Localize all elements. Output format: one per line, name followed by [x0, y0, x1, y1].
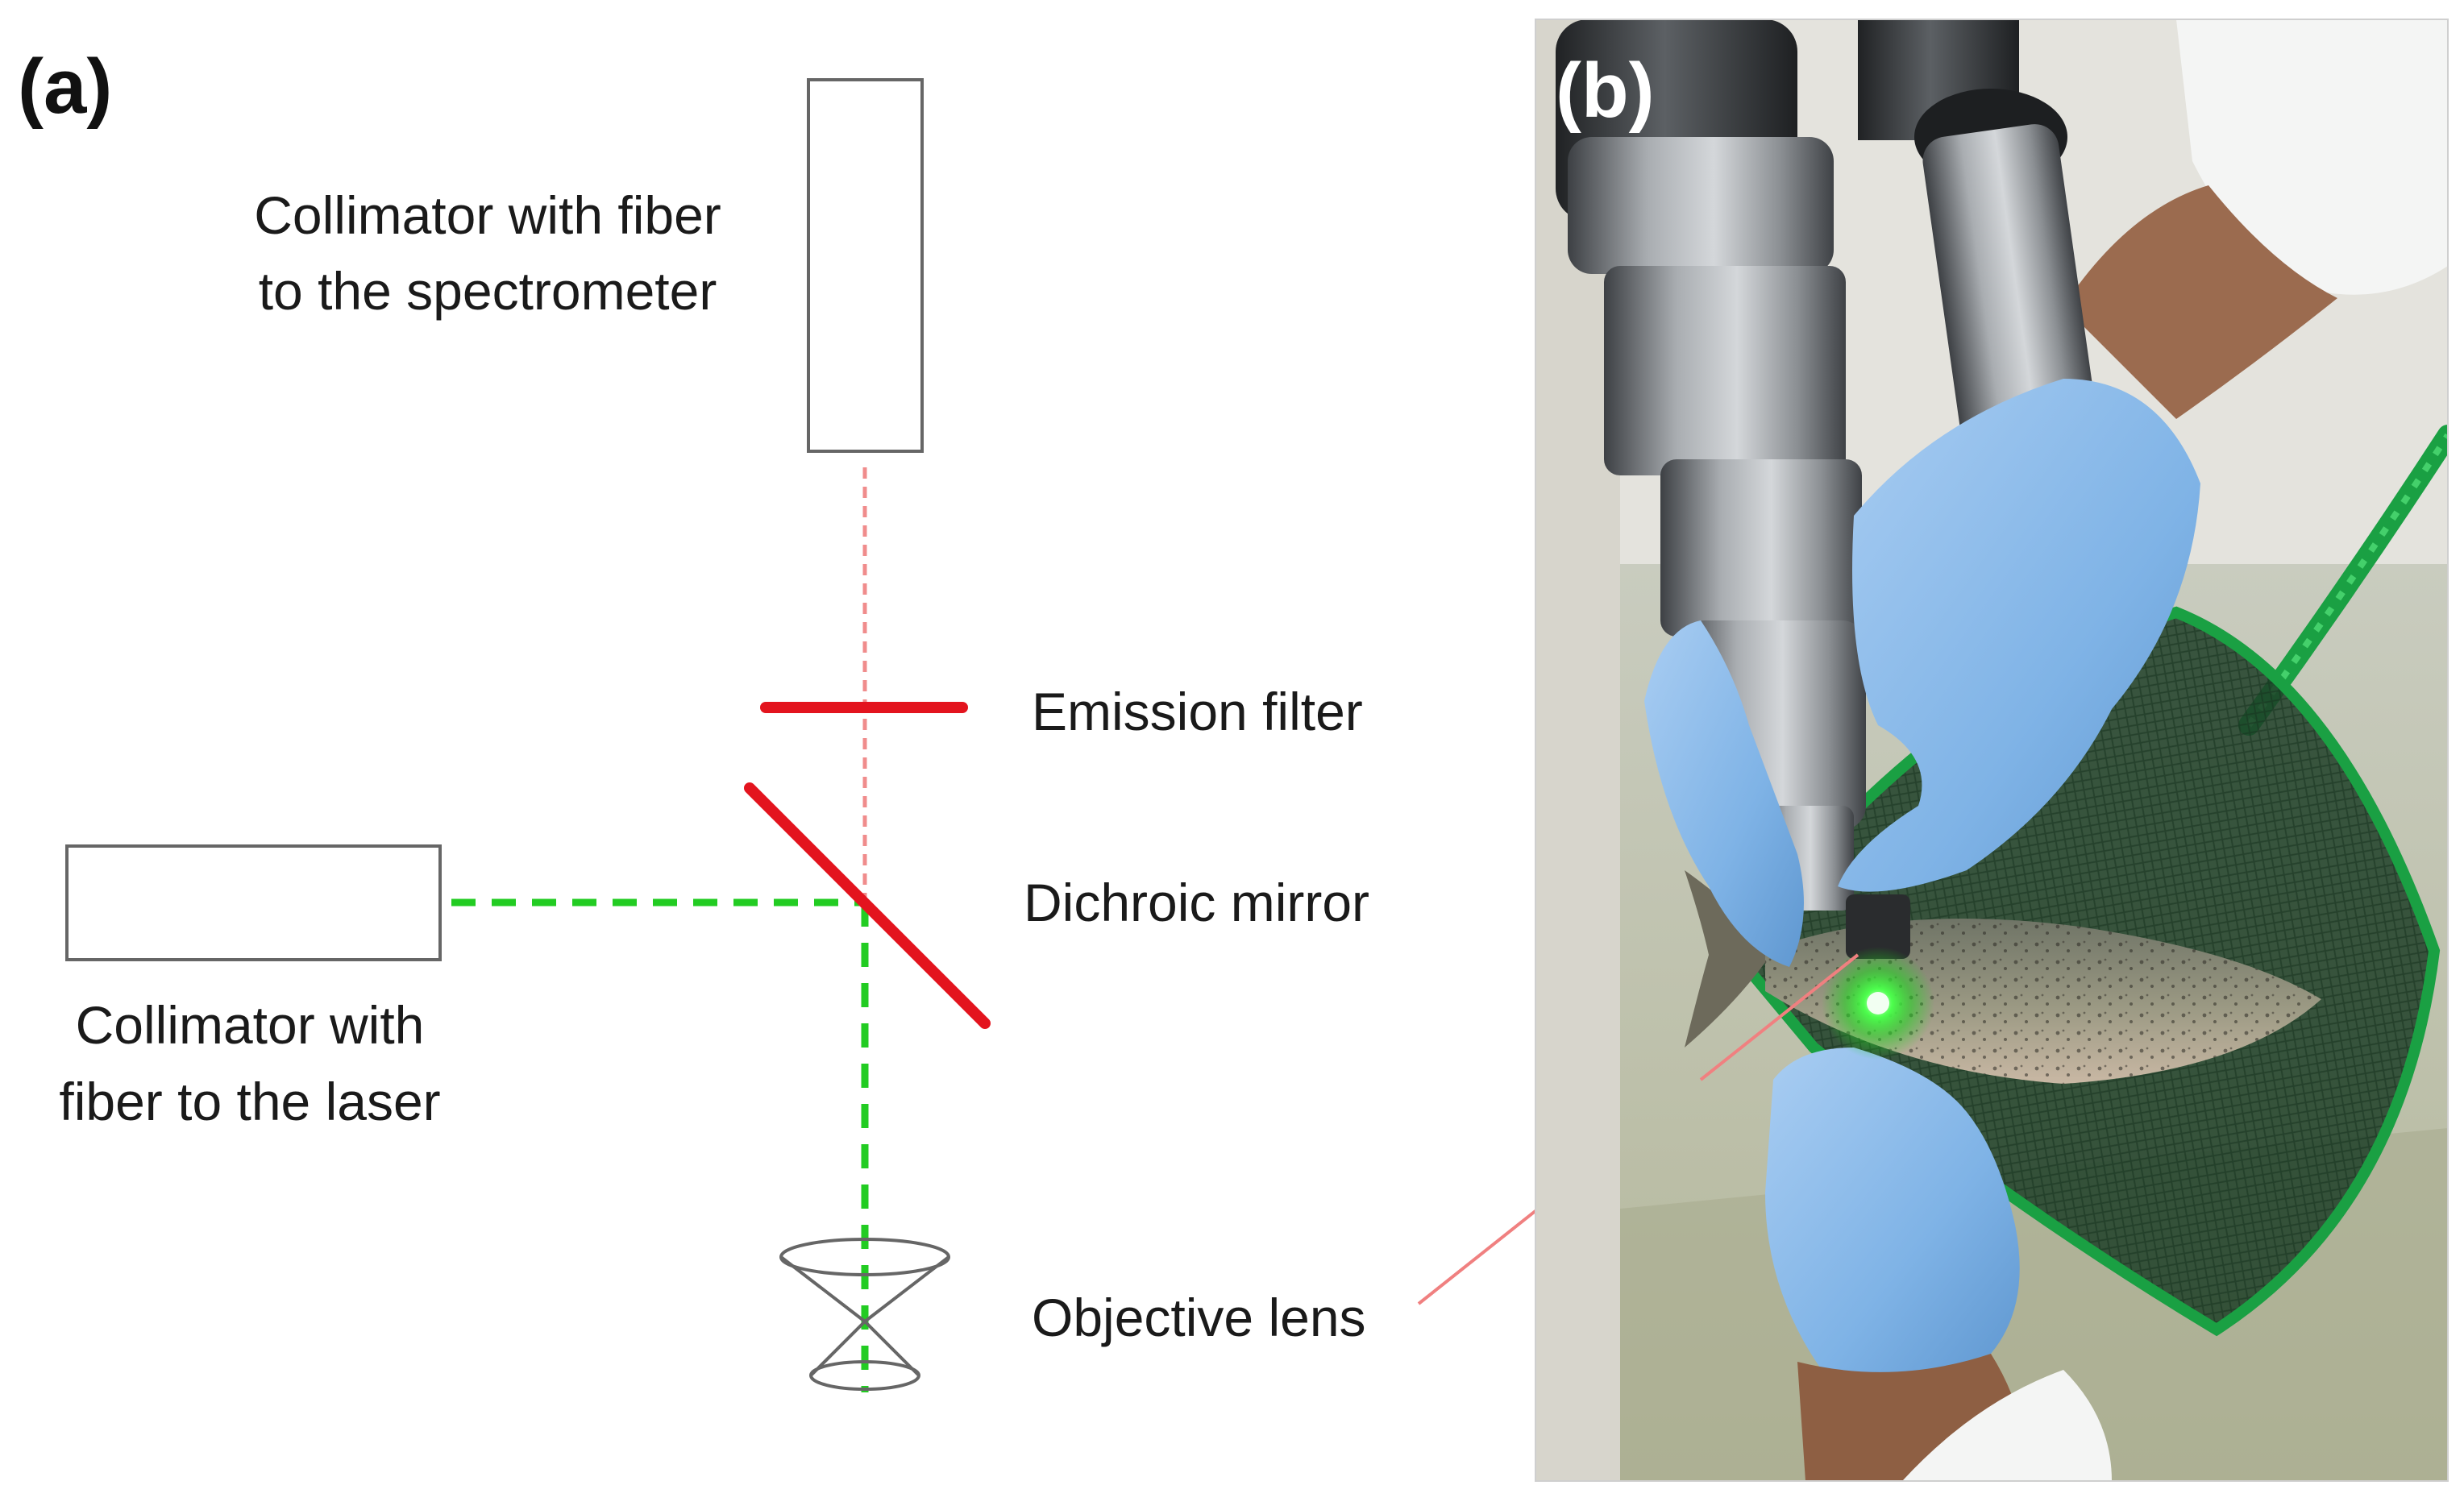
emission-filter-label: Emission filter	[1032, 682, 1363, 741]
laser-collimator-label-line1: Collimator with	[76, 995, 425, 1055]
arm-skin-top	[2063, 185, 2337, 419]
laser-collimator	[65, 844, 442, 961]
lab-coat-sleeve-top	[2176, 19, 2448, 295]
tank-side-wall	[1535, 19, 1620, 1481]
glove-upper	[1838, 379, 2200, 892]
laser-spot	[1867, 992, 1889, 1014]
laser-collimator-label-line2: fiber to the laser	[59, 1072, 440, 1131]
spectrometer-collimator-label-line2: to the spectrometer	[259, 261, 717, 321]
objective-lens-label: Objective lens	[1032, 1288, 1366, 1347]
glove-left-fingers	[1644, 620, 1804, 967]
dichroic-mirror	[744, 782, 991, 1029]
spectrometer-collimator-label-line1: Collimator with fiber	[254, 185, 721, 245]
panel-a-tag: (a)	[18, 44, 112, 130]
panel-b-frame	[1535, 19, 2449, 1482]
lab-coat-sleeve-bottom	[1902, 1370, 2112, 1481]
objective-lens	[779, 1238, 950, 1391]
dichroic-mirror-label: Dichroic mirror	[1024, 873, 1369, 932]
spectrometer-collimator	[807, 78, 924, 453]
glove-lower	[1765, 1048, 2020, 1375]
panel-b-photo: (b)	[1535, 19, 2448, 1481]
panel-b-tag: (b)	[1556, 48, 1655, 134]
